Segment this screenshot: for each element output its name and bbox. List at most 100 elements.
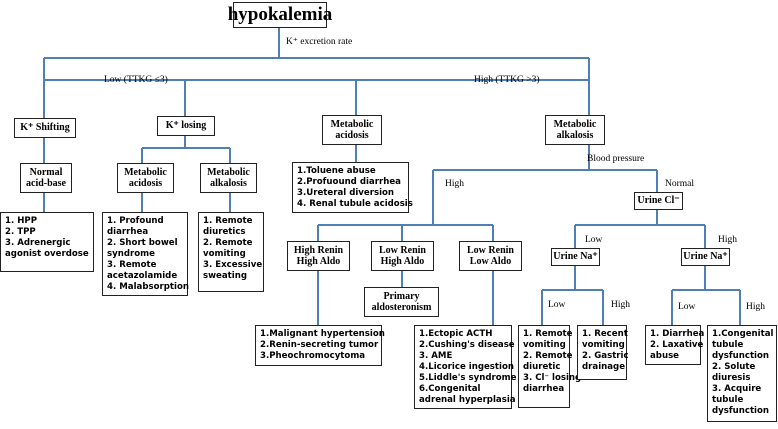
node-text-line: High Aldo xyxy=(380,256,425,267)
list-item: diuretic xyxy=(523,362,561,372)
node-text-line: Metabolic xyxy=(330,118,374,130)
node-urine-na-2: Urine Na⁺ xyxy=(681,248,730,266)
node-text-line: acidosis xyxy=(335,130,369,141)
node-text-line: Low Renin xyxy=(467,244,514,256)
list-item: agonist overdose xyxy=(5,249,89,259)
list-item: vomiting xyxy=(523,340,566,350)
node-text-line: Low Aldo xyxy=(469,256,512,267)
list-item: dysfunction xyxy=(712,406,770,416)
edge-label-cl-high: High xyxy=(718,235,737,245)
list-item: 2. Solute xyxy=(712,362,756,372)
list-item: tubule xyxy=(712,340,744,350)
list-item: 1.Congenital xyxy=(712,329,774,339)
node-k-shifting: K⁺ Shifting xyxy=(14,118,76,138)
list-item: 3. Excessive xyxy=(203,260,263,270)
node-text-line: Low Renin xyxy=(379,244,426,256)
edge-label-na2-high: High xyxy=(746,302,765,312)
list-item: 6.Congenital xyxy=(419,384,481,394)
edge-label-bp-high: High xyxy=(445,179,464,189)
edge-label-na2-low: Low xyxy=(678,302,696,312)
list-item: vomiting xyxy=(203,249,246,259)
list-item: diuresis xyxy=(712,373,751,383)
list-item: 3. Acquire xyxy=(712,384,762,394)
list-item: 2. Remote xyxy=(523,351,573,361)
list-item: 3.Ureteral diversion xyxy=(297,188,395,198)
list-item: 1. Diarrhea xyxy=(650,329,705,339)
node-text-line: Metabolic xyxy=(553,118,597,130)
list-item: 1. Remote xyxy=(203,216,253,226)
list-item: 2. Remote xyxy=(203,238,253,248)
node-text-line: Metabolic xyxy=(124,166,167,178)
root-node-hypokalemia: hypokalemia xyxy=(228,2,332,28)
node-text-line: acid-base xyxy=(26,178,66,189)
list-item: vomiting xyxy=(582,340,625,350)
list-item: diarrhea xyxy=(523,384,565,394)
list-item: syndrome xyxy=(107,249,155,259)
list-item: 1.Malignant hypertension xyxy=(260,329,385,339)
list-item: 2. Laxative xyxy=(650,340,704,350)
list-item: 1.Toluene abuse xyxy=(297,166,376,176)
edge-label-na1-high: High xyxy=(611,300,630,310)
list-item: diarrhea xyxy=(107,227,149,237)
list-item: 1. HPP xyxy=(5,216,38,226)
list-item: 1.Ectopic ACTH xyxy=(419,329,493,339)
edge-label-na1-low: Low xyxy=(548,300,566,310)
list-item: 2.Cushing's disease xyxy=(419,340,515,350)
node-text-line: aldosteronism xyxy=(371,302,432,313)
list-item: 1. Recent xyxy=(582,329,628,339)
list-item: 2.Profuound diarrhea xyxy=(297,177,401,187)
node-text-line: Metabolic xyxy=(207,166,250,178)
list-item: abuse xyxy=(650,351,680,361)
edge-label-low-ttkg: Low (TTKG ≤3) xyxy=(104,75,168,85)
list-item: acetazolamide xyxy=(107,271,178,281)
node-text-line: alkalosis xyxy=(556,130,594,141)
edge-label-high-ttkg: High (TTKG >3) xyxy=(474,75,540,85)
list-item: 1. Remote xyxy=(523,329,573,339)
list-item: diuretics xyxy=(203,227,246,237)
edge-label-bp-normal: Normal xyxy=(665,179,695,189)
node-text-line: Primary xyxy=(383,290,420,302)
list-item: 3. Remote xyxy=(107,260,157,270)
edge-label-cl-low: Low xyxy=(585,235,603,245)
list-item: 5.Liddle's syndrome xyxy=(419,373,517,383)
list-item: 2. Gastric xyxy=(582,351,629,361)
node-text-line: alkalosis xyxy=(210,178,247,189)
list-item: dysfunction xyxy=(712,351,770,361)
edge-label-blood-pressure: Blood pressure xyxy=(587,154,645,164)
node-urine-cl: Urine Cl⁻ xyxy=(634,192,683,210)
node-text-line: Normal xyxy=(29,166,63,178)
list-item: 4. Malabsorption xyxy=(107,282,189,292)
list-item: 1. Profound xyxy=(107,216,164,226)
list-item: 3. AME xyxy=(419,351,453,361)
node-text-line: High Renin xyxy=(293,244,344,256)
node-k-losing: K⁺ losing xyxy=(157,116,215,136)
list-item: 3. Adrenergic xyxy=(5,238,71,248)
list-item: adrenal hyperplasia xyxy=(419,395,516,405)
edge-label-excretion: K⁺ excretion rate xyxy=(286,37,353,47)
node-text-line: acidosis xyxy=(128,178,163,189)
node-text-line: High Aldo xyxy=(296,256,341,267)
list-item: 2.Renin-secreting tumor xyxy=(260,340,379,350)
list-item: drainage xyxy=(582,362,626,372)
